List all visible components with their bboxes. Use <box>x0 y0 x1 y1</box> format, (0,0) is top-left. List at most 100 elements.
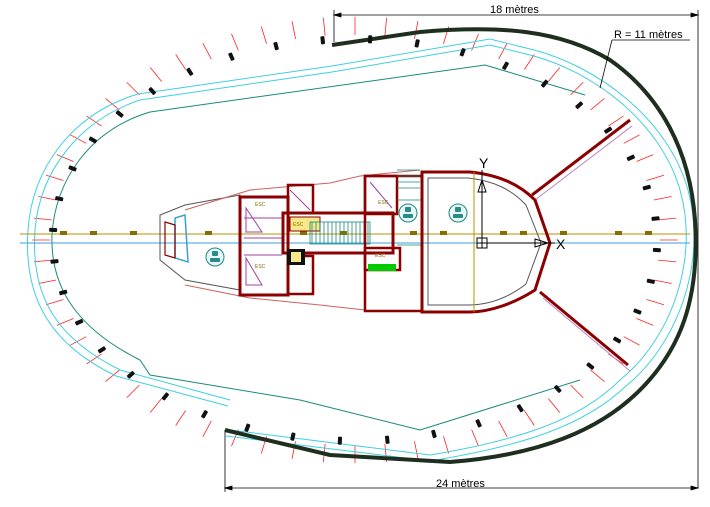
cleat <box>88 136 97 144</box>
railing-tick <box>653 196 672 201</box>
cleat <box>554 385 562 393</box>
cleat <box>55 196 64 202</box>
railing-tick <box>149 398 162 413</box>
cleat <box>273 41 279 51</box>
hull-cleats <box>49 35 661 445</box>
railing-tick <box>70 336 87 346</box>
railing-tick <box>608 115 624 127</box>
railing-tick <box>548 67 561 82</box>
centerline-marker <box>300 231 307 235</box>
railing-tick <box>523 54 535 70</box>
railing-tick <box>56 154 74 162</box>
centerline-marker <box>440 231 447 235</box>
cleat <box>290 432 296 441</box>
railing-ticks <box>32 16 678 464</box>
cleat <box>186 67 194 76</box>
railing-tick <box>590 98 605 111</box>
railing-tick <box>523 410 535 426</box>
axis-label-x: X <box>556 236 566 252</box>
railing-tick <box>646 299 664 306</box>
dimension-lines <box>223 10 700 492</box>
cleat <box>384 435 390 444</box>
railing-tick <box>149 67 162 82</box>
cleat <box>652 247 661 253</box>
dimension-top: 18 mètres <box>490 4 539 16</box>
room-label-esc-mid: ESC <box>293 222 304 228</box>
dimension-radius: R = 11 mètres <box>614 29 683 41</box>
railing-tick <box>33 259 52 263</box>
railing-tick <box>658 217 677 221</box>
walkway <box>26 38 695 462</box>
room-label-esc-small: ESC <box>375 253 386 259</box>
railing-tick <box>570 81 584 96</box>
outer-hull <box>224 27 698 465</box>
railing-tick <box>105 369 120 382</box>
axis-label-y: Y <box>479 155 489 171</box>
centerline-marker <box>60 231 67 235</box>
cleat <box>604 126 613 134</box>
railing-tick <box>590 369 605 382</box>
cleat <box>613 336 622 344</box>
room-label-esc-left: ESC <box>255 202 266 208</box>
cleat <box>633 308 642 315</box>
railing-tick <box>636 318 654 326</box>
cleat <box>320 36 326 45</box>
railing-tick <box>202 43 212 60</box>
cleat <box>148 87 156 95</box>
cleat <box>646 278 655 284</box>
cleat <box>642 184 651 191</box>
centerline-marker <box>520 231 527 235</box>
railing-tick <box>414 21 419 39</box>
cleat <box>75 319 84 326</box>
railing-tick <box>548 398 561 413</box>
cleat <box>161 392 170 401</box>
cleat <box>502 61 509 70</box>
cleat <box>626 154 635 161</box>
railing-tick <box>570 384 584 399</box>
railing-tick <box>623 134 640 144</box>
railing-tick <box>86 353 102 365</box>
railing-tick <box>646 174 664 181</box>
cleat <box>651 216 660 221</box>
dimension-bottom: 24 mètres <box>436 478 485 490</box>
cleat <box>431 429 437 439</box>
cleat <box>586 362 595 370</box>
railing-tick <box>653 279 672 284</box>
railing-tick <box>658 259 677 263</box>
railing-tick <box>46 174 64 181</box>
railing-tick <box>46 299 64 306</box>
railing-tick <box>175 54 187 70</box>
cleat <box>115 110 124 118</box>
axis-indicator <box>476 170 555 249</box>
cleat <box>575 101 584 109</box>
centerline-marker <box>340 231 347 235</box>
railing-tick <box>498 420 508 437</box>
centerline-marker <box>560 231 567 235</box>
centerline-marker <box>90 231 97 235</box>
railing-tick <box>322 17 326 36</box>
railing-tick <box>38 279 57 284</box>
railing-tick <box>498 43 508 60</box>
cleat <box>97 346 106 354</box>
centerline-markers <box>60 231 652 235</box>
cleat <box>475 419 482 428</box>
centerline-marker <box>410 231 417 235</box>
room-label-esc-lower: ESC <box>255 264 266 270</box>
cleat <box>126 371 135 379</box>
railing-tick <box>414 441 419 459</box>
cleat <box>367 35 373 44</box>
cleat <box>337 436 343 445</box>
centerline-marker <box>645 231 652 235</box>
cleat <box>68 165 77 172</box>
cleat <box>201 410 208 419</box>
cleat <box>50 259 59 264</box>
railing-tick <box>636 154 654 162</box>
railing-tick <box>623 336 640 346</box>
struts <box>531 118 631 367</box>
centerline-marker <box>205 231 212 235</box>
superstructure <box>159 169 552 314</box>
centerline-marker <box>130 231 137 235</box>
seat-icons <box>205 203 468 267</box>
railing-tick <box>175 410 187 426</box>
